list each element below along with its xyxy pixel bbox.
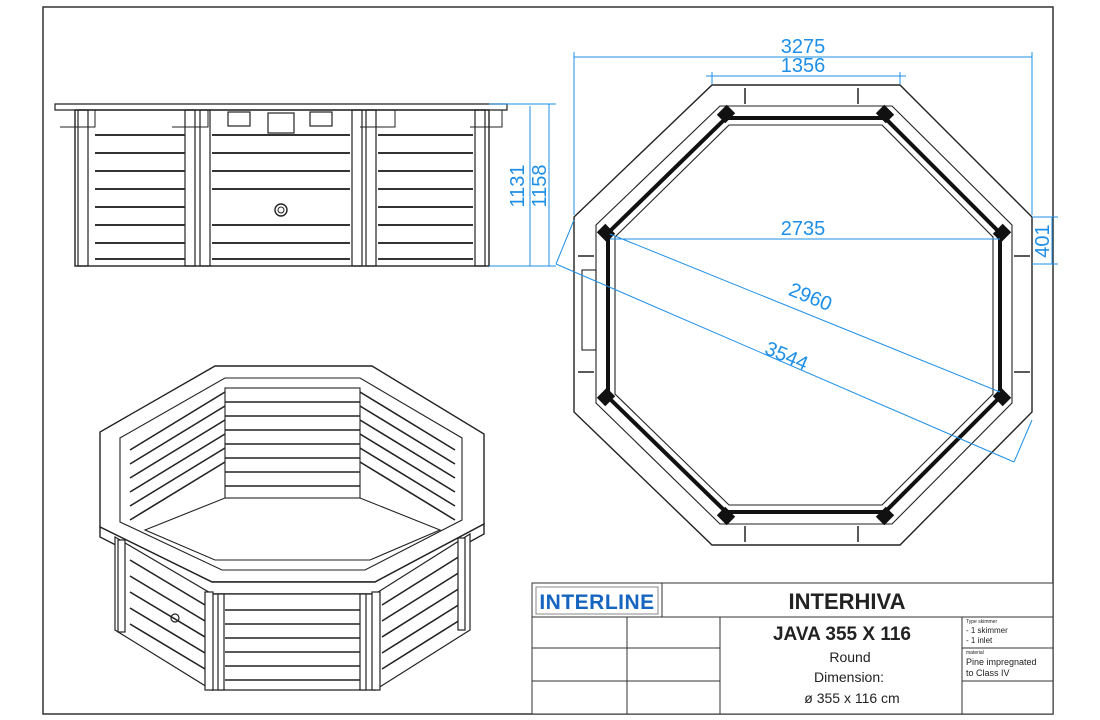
side-elevation-view bbox=[54, 103, 556, 267]
spec-line-3: Pine impregnated bbox=[966, 657, 1037, 667]
interline-logo: INTERLINE bbox=[539, 591, 654, 614]
spec-line-1: - 1 skimmer bbox=[966, 626, 1008, 635]
dimension-overall-width: 3275 bbox=[781, 36, 826, 58]
model-title: JAVA 355 X 116 bbox=[773, 624, 911, 645]
shape-label: Round bbox=[829, 649, 870, 665]
brand-title: INTERHIVA bbox=[789, 589, 906, 614]
isometric-view bbox=[99, 365, 485, 692]
spec-line-2: - 1 inlet bbox=[966, 636, 993, 645]
dimension-height-a: 1131 bbox=[507, 164, 529, 207]
inlet-fitting-icon bbox=[274, 203, 288, 217]
dimension-label: Dimension: bbox=[814, 669, 884, 685]
plan-view bbox=[555, 52, 1058, 546]
spec-line-4: to Class IV bbox=[966, 668, 1010, 678]
spec-heading-1: Type skimmer bbox=[966, 619, 997, 625]
dimension-height-b: 1158 bbox=[529, 164, 551, 207]
title-block bbox=[531, 582, 1054, 715]
dimension-inner-width: 1356 bbox=[781, 55, 826, 77]
dimension-inner-flat: 2735 bbox=[781, 218, 826, 240]
spec-heading-2: material bbox=[966, 650, 984, 656]
dimension-value: ø 355 x 116 cm bbox=[804, 690, 899, 706]
dimension-side-offset: 401 bbox=[1032, 224, 1054, 257]
